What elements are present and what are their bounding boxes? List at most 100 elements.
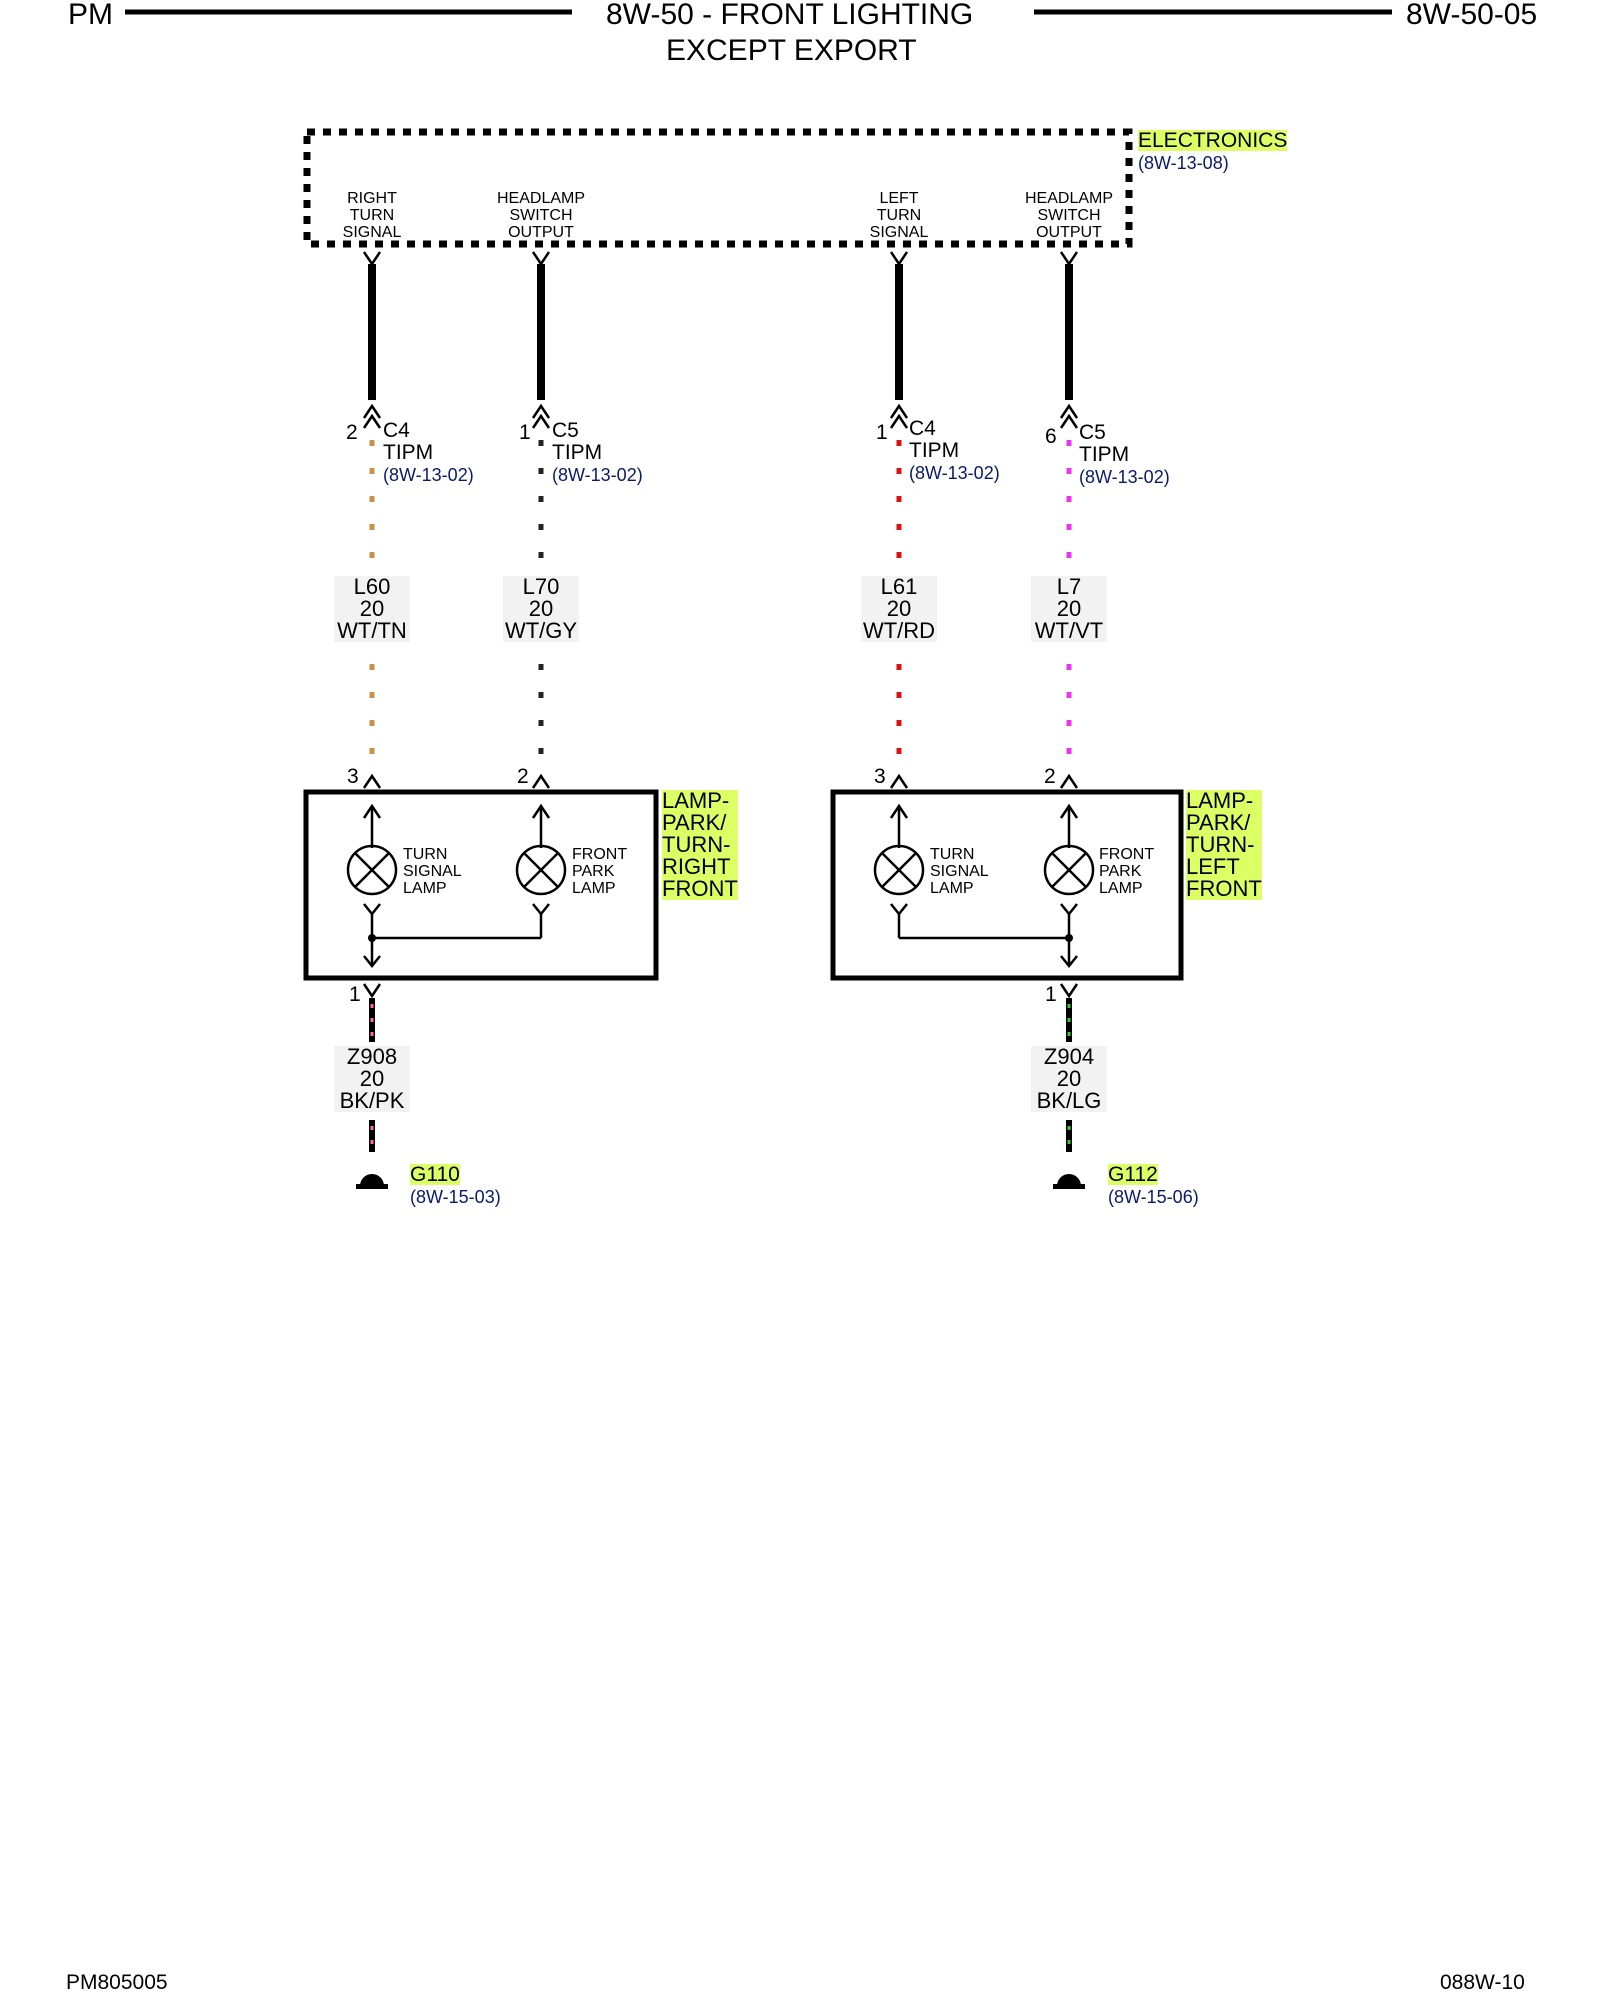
connector-name-2: C5 <box>552 419 579 442</box>
module-ref: (8W-13-08) <box>1138 153 1229 173</box>
wire-dot <box>538 664 544 670</box>
front-park-lamp-icon-right <box>515 844 567 896</box>
splice-dot-right <box>368 934 376 942</box>
output-chevron-1 <box>362 251 382 267</box>
ground-name-g112: G112 <box>1108 1163 1158 1186</box>
module-name: ELECTRONICS <box>1138 129 1288 152</box>
lamp-pin-chevron-r2 <box>531 773 551 789</box>
page-title-line2: EXCEPT EXPORT <box>666 34 917 67</box>
wire-dot <box>896 552 902 558</box>
wire-dot <box>369 468 375 474</box>
wire-dot <box>538 440 544 446</box>
connector-chevron-3a <box>889 403 909 419</box>
connector-device-2: TIPM <box>552 441 603 464</box>
wire-dot <box>369 552 375 558</box>
connector-ref-4: (8W-13-02) <box>1079 467 1170 487</box>
wire-dot <box>896 748 902 754</box>
wire-dot <box>538 692 544 698</box>
ground-symbol-g110 <box>356 1174 388 1189</box>
connector-ref-1: (8W-13-02) <box>383 465 474 485</box>
lamp-left-pin-turn: 3 <box>874 765 886 788</box>
connector-pin-4: 6 <box>1045 425 1057 448</box>
wire-dot <box>369 692 375 698</box>
connector-chevron-4a <box>1059 403 1079 419</box>
front-park-lamp-icon-left <box>1043 844 1095 896</box>
ground-wire-tracer <box>370 1004 374 1008</box>
ground-wire-tracer <box>1067 1126 1071 1130</box>
wire-dot <box>538 748 544 754</box>
wire-dot <box>369 748 375 754</box>
footer-doc-id: PM805005 <box>66 1971 168 1994</box>
ground-pin-chevron-left <box>1059 983 1079 999</box>
wire-dot <box>896 720 902 726</box>
ground-wire-tracer <box>1067 1018 1071 1022</box>
lamp-right-pin-park: 2 <box>517 765 529 788</box>
wire-dot <box>896 468 902 474</box>
connector-name-1: C4 <box>383 419 410 442</box>
wire-dot <box>896 692 902 698</box>
connector-chevron-3b <box>889 413 909 429</box>
ground-wire-tracer <box>370 1140 374 1144</box>
lamp-connectors <box>362 773 1079 789</box>
ground-name-g110: G110 <box>410 1163 460 1186</box>
ground-wires <box>369 998 1072 1152</box>
splice-dot-left <box>1065 934 1073 942</box>
wire-dot <box>1066 692 1072 698</box>
left-lamp-circuit <box>873 803 1095 969</box>
ground-wire-tracer <box>1067 1032 1071 1036</box>
wire-dot <box>369 440 375 446</box>
connector-chevron-4b <box>1059 413 1079 429</box>
wire-dot <box>538 552 544 558</box>
ground-wire-tracer <box>1067 1004 1071 1008</box>
ground-pin-chevron-right <box>362 983 382 999</box>
wire-dot <box>538 720 544 726</box>
wire-dot <box>1066 552 1072 558</box>
connector-ref-3: (8W-13-02) <box>909 463 1000 483</box>
footer-page-id: 088W-10 <box>1440 1971 1525 1994</box>
dotted-wires <box>369 440 1072 754</box>
lamp-right-pin-turn: 3 <box>347 765 359 788</box>
output-chevron-3 <box>889 251 909 267</box>
ground-ref-g110: (8W-15-03) <box>410 1187 501 1207</box>
connector-chevron-1a <box>362 403 382 419</box>
wire-dot <box>1066 496 1072 502</box>
wire-dot <box>538 468 544 474</box>
page-title-line1: 8W-50 - FRONT LIGHTING <box>606 0 974 31</box>
wire-dot <box>896 524 902 530</box>
connector-chevron-1b <box>362 413 382 429</box>
connector-name-3: C4 <box>909 417 936 440</box>
page-section-left: PM <box>68 0 113 31</box>
wire-dot <box>896 496 902 502</box>
connector-chevron-2a <box>531 403 551 419</box>
lamp-right-pin-ground: 1 <box>349 983 361 1006</box>
lamp-pin-chevron-r3 <box>362 773 382 789</box>
wire-dot <box>1066 748 1072 754</box>
turn-signal-lamp-icon-right <box>346 844 398 896</box>
page-number: 8W-50-05 <box>1406 0 1538 31</box>
wire-dot <box>1066 720 1072 726</box>
wire-dot <box>1066 664 1072 670</box>
connector-pin-2: 1 <box>519 421 531 444</box>
wire-dot <box>538 496 544 502</box>
connector-device-3: TIPM <box>909 439 960 462</box>
connector-name-4: C5 <box>1079 421 1106 444</box>
lamp-pin-chevron-l3 <box>889 773 909 789</box>
ground-wire-tracer <box>370 1032 374 1036</box>
wire-dot <box>538 524 544 530</box>
lamp-box-right-front <box>303 789 659 981</box>
